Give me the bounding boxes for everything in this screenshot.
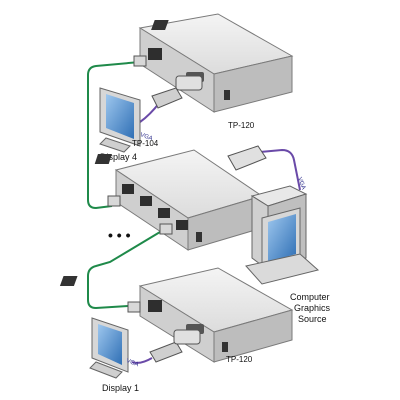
source-label-line2: Graphics (294, 303, 331, 313)
more-units-ellipsis: • • • (108, 227, 131, 243)
rj45-plug-middle-1 (107, 195, 121, 207)
device-top-tp120 (138, 13, 294, 113)
display-4-label: Display 4 (100, 152, 137, 162)
vga-label-top: VGA (139, 132, 153, 142)
rj45-plug-bottom (127, 301, 141, 313)
source-label-line3: Source (298, 314, 327, 324)
vga-label-bottom: VGA (125, 358, 139, 368)
monitor-display-4 (99, 87, 141, 153)
cat5-cable-top (87, 61, 141, 210)
vga-connector-top (151, 75, 203, 109)
cat5-cable-bottom (87, 231, 161, 310)
device-middle-label: TP-104 (132, 139, 159, 148)
vga-label-source: VGA (296, 177, 306, 191)
vga-connector-middle (227, 145, 267, 171)
source-label-line1: Computer (290, 292, 330, 302)
device-bottom-label: TP-120 (226, 355, 253, 364)
computer-graphics-source (245, 185, 320, 285)
vga-cable-bottom (131, 357, 153, 364)
display-1-label: Display 1 (102, 383, 139, 393)
rj45-plug-middle-4 (159, 223, 173, 235)
vga-connector-bottom (149, 329, 201, 363)
vga-cable-source (259, 148, 301, 191)
monitor-display-1 (89, 317, 129, 379)
device-top-label: TP-120 (228, 121, 255, 130)
rj45-plug-top (133, 55, 147, 67)
